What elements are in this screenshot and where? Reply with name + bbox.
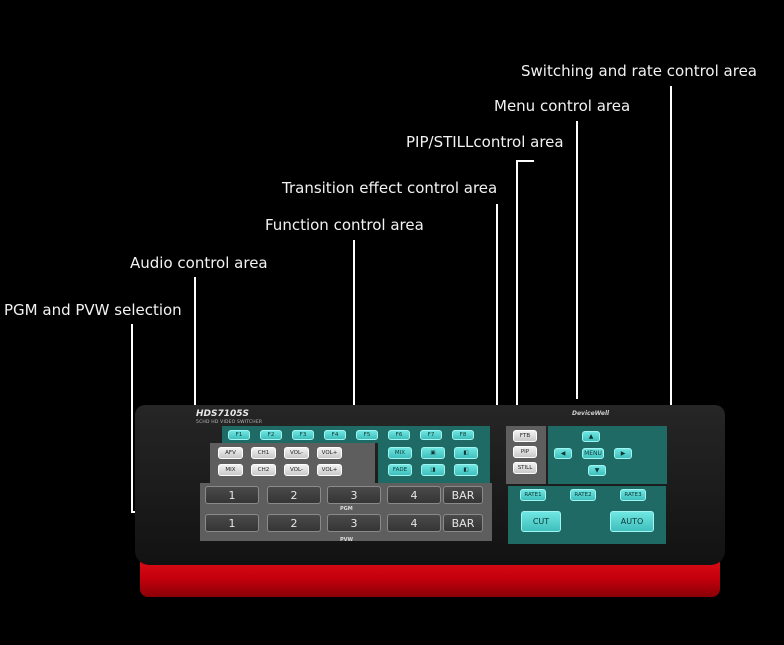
leader-line <box>516 160 518 412</box>
rate-key-3[interactable]: RATE3 <box>620 489 646 501</box>
pgm-key-2[interactable]: 2 <box>267 486 321 504</box>
audio-key[interactable]: AFV <box>218 447 243 459</box>
audio-key[interactable]: VOL+ <box>317 464 342 476</box>
transition-key[interactable]: ◧ <box>454 464 478 476</box>
audio-key[interactable]: VOL- <box>284 447 309 459</box>
function-key-6[interactable]: F6 <box>388 430 410 440</box>
pip-still-key-ftb[interactable]: FTB <box>513 430 537 442</box>
menu-left-key[interactable]: ◀ <box>554 448 572 459</box>
rate-key-1[interactable]: RATE1 <box>520 489 546 501</box>
leader-line <box>496 204 498 466</box>
menu-down-key[interactable]: ▼ <box>588 465 606 476</box>
function-key-1[interactable]: F1 <box>228 430 250 440</box>
audio-key[interactable]: CH2 <box>251 464 276 476</box>
pip-still-key-still[interactable]: STILL <box>513 462 537 474</box>
audio-key[interactable]: VOL+ <box>317 447 342 459</box>
pgm-key-1[interactable]: 1 <box>205 486 259 504</box>
cut-key[interactable]: CUT <box>521 511 561 532</box>
function-key-7[interactable]: F7 <box>420 430 442 440</box>
menu-right-key[interactable]: ▶ <box>614 448 632 459</box>
pgm-key-bar[interactable]: BAR <box>443 486 483 504</box>
pvw-key-2[interactable]: 2 <box>267 514 321 532</box>
transition-key[interactable]: ▣ <box>421 447 445 459</box>
callout-pgm-pvw: PGM and PVW selection <box>4 301 182 319</box>
function-key-3[interactable]: F3 <box>292 430 314 440</box>
pip-still-key-pip[interactable]: PIP <box>513 446 537 458</box>
leader-line <box>670 86 672 511</box>
callout-switching-rate: Switching and rate control area <box>521 62 757 80</box>
function-key-2[interactable]: F2 <box>260 430 282 440</box>
leader-line <box>516 160 534 162</box>
pgm-key-3[interactable]: 3 <box>327 486 381 504</box>
leader-line <box>131 324 133 513</box>
pvw-key-1[interactable]: 1 <box>205 514 259 532</box>
rate-key-2[interactable]: RATE2 <box>570 489 596 501</box>
pgm-key-4[interactable]: 4 <box>387 486 441 504</box>
callout-menu: Menu control area <box>494 97 631 115</box>
leader-line <box>353 240 355 432</box>
function-key-5[interactable]: F5 <box>356 430 378 440</box>
leader-line <box>194 277 196 466</box>
transition-key[interactable]: MIX <box>388 447 412 459</box>
pgm-label: PGM <box>340 506 353 512</box>
transition-key[interactable]: FADE <box>388 464 412 476</box>
callout-transition: Transition effect control area <box>282 179 498 197</box>
menu-up-key[interactable]: ▲ <box>582 431 600 442</box>
callout-pip-still: PIP/STILLcontrol area <box>406 133 564 151</box>
pvw-label: PVW <box>340 537 354 543</box>
auto-key[interactable]: AUTO <box>610 511 654 532</box>
brand-logo: DeviceWell <box>572 410 610 417</box>
pvw-key-3[interactable]: 3 <box>327 514 381 532</box>
transition-key[interactable]: ◧ <box>454 447 478 459</box>
transition-key[interactable]: ◨ <box>421 464 445 476</box>
menu-key[interactable]: MENU <box>582 448 604 459</box>
pvw-key-4[interactable]: 4 <box>387 514 441 532</box>
audio-key[interactable]: MIX <box>218 464 243 476</box>
audio-key[interactable]: CH1 <box>251 447 276 459</box>
pvw-key-bar[interactable]: BAR <box>443 514 483 532</box>
model-subtitle: 5CHD HD VIDEO SWITCHER <box>196 420 263 425</box>
function-key-4[interactable]: F4 <box>324 430 346 440</box>
callout-function: Function control area <box>265 216 424 234</box>
function-key-8[interactable]: F8 <box>452 430 474 440</box>
audio-key[interactable]: VOL- <box>284 464 309 476</box>
callout-audio: Audio control area <box>130 254 268 272</box>
leader-line <box>576 121 578 399</box>
model-name: HDS7105S <box>196 409 250 419</box>
